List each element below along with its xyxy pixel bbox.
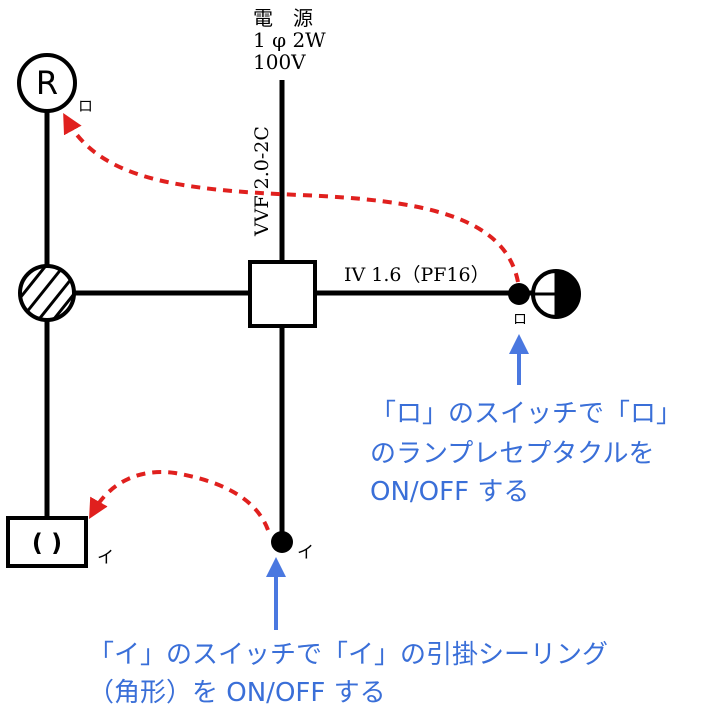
- switch-ro-dot: [508, 283, 530, 305]
- note-i-line1: 「イ」のスイッチで「イ」の引掛シーリング: [88, 640, 608, 670]
- ceiling-rosette-icon: ( ): [6, 516, 88, 568]
- junction-box: [248, 260, 317, 328]
- power-voltage-label: 100V: [253, 50, 306, 74]
- ceiling-i-label: イ: [97, 548, 114, 568]
- switch-ro-label: ロ: [513, 312, 527, 328]
- receptacle-r-icon: R: [17, 53, 77, 113]
- cable-vvf-label: VVF 2.0-2C: [251, 126, 273, 237]
- cable-iv-label: IV 1.6（PF16）: [344, 264, 490, 286]
- switch-i-dot: [271, 531, 293, 553]
- dashed-arrow-ro: [63, 112, 520, 283]
- note-i-line2: （角形）を ON/OFF する: [88, 678, 386, 708]
- lamp-receptacle-icon: [531, 269, 581, 319]
- switch-i-label: イ: [297, 543, 314, 563]
- ceiling-symbol-text: ( ): [32, 529, 62, 557]
- power-source-label: 電 源: [253, 6, 313, 30]
- wires: [44, 80, 535, 540]
- power-phase-label: 1 φ 2W: [253, 28, 326, 52]
- dashed-arrow-i: [89, 470, 270, 531]
- receptacle-ro-label: ロ: [78, 97, 93, 115]
- note-ro-line2: のランプレセプタクルを: [370, 439, 654, 469]
- hatched-light-icon: [18, 264, 76, 322]
- receptacle-symbol-text: R: [36, 64, 58, 102]
- note-ro-line1: 「ロ」のスイッチで「ロ」: [370, 399, 682, 429]
- note-ro-line3: ON/OFF する: [370, 477, 529, 507]
